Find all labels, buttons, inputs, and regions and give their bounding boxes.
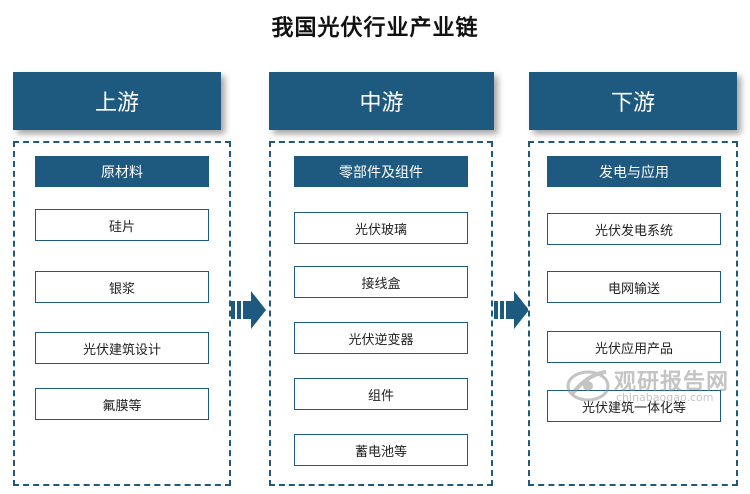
column-header-upstream: 上游 — [13, 72, 221, 130]
flow-arrow-1 — [231, 291, 266, 329]
item-midstream-2: 接线盒 — [294, 266, 468, 298]
column-header-downstream: 下游 — [529, 72, 737, 130]
category-downstream: 发电与应用 — [547, 156, 721, 187]
item-upstream-3: 光伏建筑设计 — [35, 332, 209, 364]
item-midstream-1: 光伏玻璃 — [294, 212, 468, 244]
watermark-name: 观研报告网 — [614, 370, 730, 395]
column-box-midstream — [269, 141, 493, 486]
category-upstream: 原材料 — [35, 156, 209, 187]
item-downstream-2: 电网输送 — [547, 271, 721, 303]
item-upstream-4: 氟膜等 — [35, 388, 209, 420]
item-downstream-1: 光伏发电系统 — [547, 213, 721, 245]
column-box-downstream — [528, 141, 738, 486]
watermark-url: chinabaogao.com — [616, 391, 714, 404]
column-box-upstream — [13, 141, 231, 486]
item-midstream-5: 蓄电池等 — [294, 434, 468, 466]
watermark-logo-icon — [566, 370, 610, 402]
category-midstream: 零部件及组件 — [294, 156, 468, 187]
item-downstream-4: 光伏建筑一体化等 — [547, 390, 721, 422]
column-header-midstream: 中游 — [269, 72, 494, 130]
item-midstream-4: 组件 — [294, 378, 468, 410]
watermark: 观研报告网 chinabaogao.com — [566, 360, 746, 410]
item-midstream-3: 光伏逆变器 — [294, 322, 468, 354]
flow-arrow-2 — [494, 291, 529, 329]
item-downstream-3: 光伏应用产品 — [547, 331, 721, 363]
diagram-title: 我国光伏行业产业链 — [271, 15, 479, 41]
item-upstream-1: 硅片 — [35, 209, 209, 241]
item-upstream-2: 银浆 — [35, 271, 209, 303]
